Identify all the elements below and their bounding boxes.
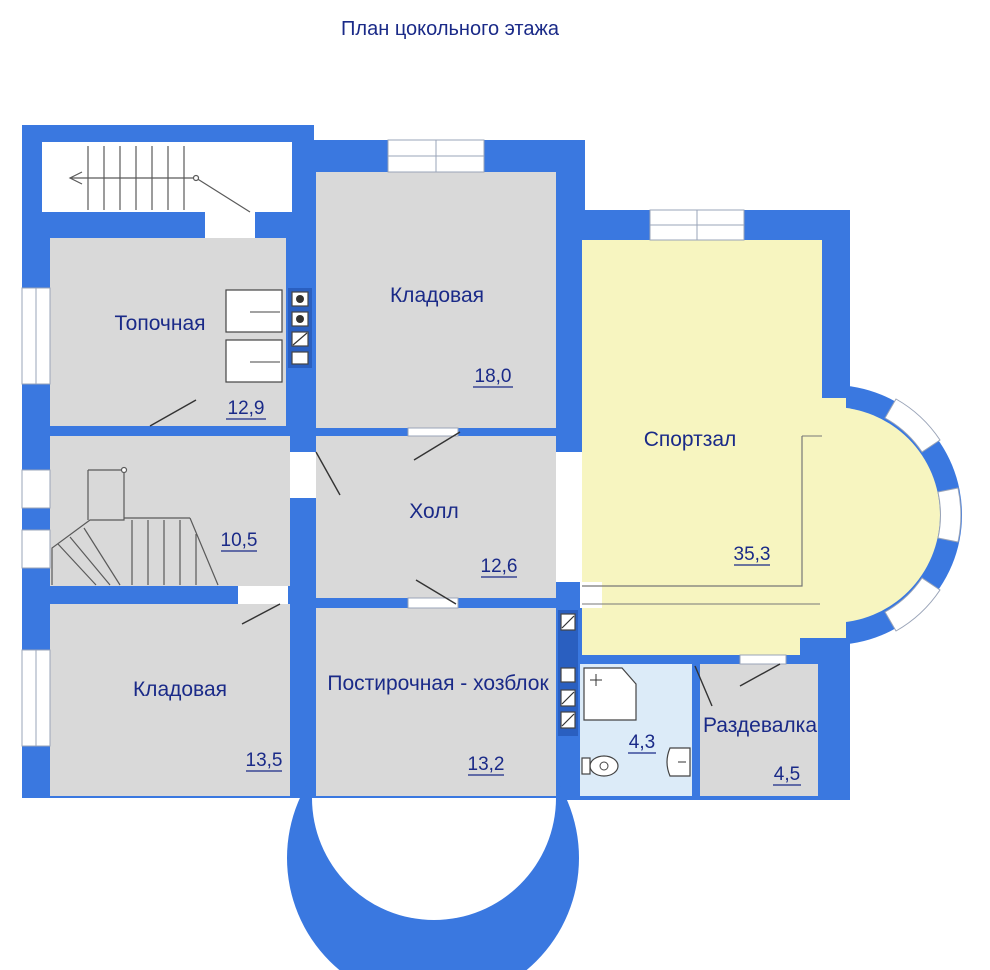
room-label-storage-top: Кладовая (390, 284, 484, 307)
window-stairs-left-1 (21, 469, 51, 509)
window-hall-top (407, 427, 459, 437)
window-hall-bottom (407, 597, 459, 609)
room-label-hall: Холл (409, 500, 459, 523)
door-storage-bottom (241, 603, 281, 625)
area-gym: 35,3 (734, 544, 771, 565)
door-boiler (149, 399, 197, 427)
bay-windows (884, 398, 962, 632)
room-stairs (50, 436, 290, 586)
stairs-top (68, 146, 251, 213)
opening-boiler-top (205, 212, 255, 238)
area-laundry: 13,2 (468, 754, 505, 775)
opening-gym-bottom (580, 582, 602, 608)
openings (205, 212, 602, 608)
gym-bay-cover (822, 398, 846, 638)
room-label-laundry: Постирочная - хозблок (327, 672, 549, 695)
door-storage-top (413, 431, 461, 461)
stair-landing (42, 142, 292, 212)
area-changing: 4,5 (774, 764, 800, 785)
area-labels: 12,9 18,0 10,5 12,6 13,5 13,2 35,3 4,3 4… (221, 366, 801, 786)
windows (21, 139, 787, 747)
room-label-storage-bottom: Кладовая (133, 678, 227, 701)
room-label-changing: Раздевалка (703, 714, 817, 737)
door-hall-bottom (415, 579, 457, 605)
boiler-unit-1 (225, 289, 283, 333)
boiler-equipment (225, 288, 312, 383)
room-changing (700, 664, 818, 796)
door-bathroom (694, 665, 713, 707)
opening-hall-stairs (290, 452, 316, 498)
area-hall: 12,6 (481, 556, 518, 577)
room-label-boiler: Топочная (114, 312, 205, 335)
opening-stairs-storage (238, 586, 288, 604)
bay-window-upper (884, 398, 941, 453)
boiler-unit-2 (225, 339, 283, 383)
room-laundry (316, 608, 556, 796)
door-changing (739, 663, 781, 687)
room-storage-top (316, 172, 556, 428)
bottom-bay-inner (312, 798, 556, 920)
doors (149, 399, 781, 707)
window-changing-top (739, 654, 787, 665)
bay-window-lower (884, 577, 941, 632)
room-storage-bottom (50, 604, 290, 796)
bathroom-fixtures (581, 667, 691, 777)
area-bathroom: 4,3 (629, 732, 655, 753)
area-storage-top: 18,0 (475, 366, 512, 387)
rooms (50, 172, 940, 920)
area-boiler: 12,9 (228, 398, 265, 419)
bay-window-middle (937, 487, 962, 543)
window-stairs-left-2 (21, 529, 51, 569)
gym-platform-line (582, 436, 803, 587)
room-label-gym: Спортзал (644, 428, 737, 451)
opening-hall-gym (556, 452, 582, 582)
room-hall (316, 436, 556, 598)
room-labels: Топочная Кладовая Холл Кладовая Постироч… (114, 284, 817, 737)
shower-icon (583, 667, 637, 721)
stairs-inner (51, 466, 219, 586)
door-hall-left (315, 451, 341, 496)
area-storage-bottom: 13,5 (246, 750, 283, 771)
area-stairs: 10,5 (221, 530, 258, 551)
page-title: План цокольного этажа (341, 18, 559, 40)
vent-column-right (558, 610, 578, 736)
